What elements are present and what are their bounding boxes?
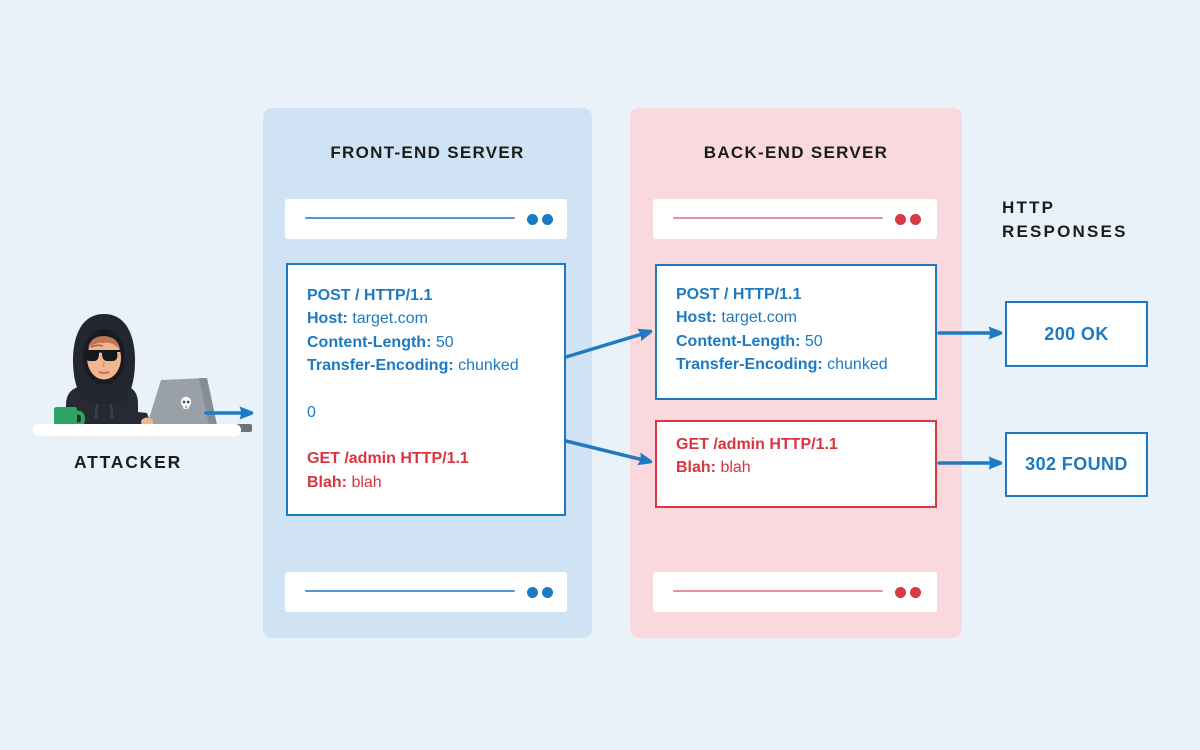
attacker-nose — [102, 361, 105, 368]
browser-dot-icon — [895, 213, 906, 225]
attacker-mouth — [98, 371, 110, 374]
front-end-server-panel: FRONT-END SERVER POST / HTTP/1.1 Host: t… — [263, 108, 592, 638]
attacker-illustration — [33, 314, 252, 436]
request-line: POST / HTTP/1.1 — [676, 286, 802, 303]
chunk-terminator-line: 0 — [307, 403, 316, 421]
request-line: POST / HTTP/1.1 — [307, 287, 433, 304]
browser-dot-icon — [527, 586, 538, 598]
address-line — [305, 589, 515, 593]
drawstring-tip — [94, 415, 98, 419]
attacker-hair — [88, 336, 120, 349]
browser-dot-icon — [895, 586, 906, 598]
request-line: Transfer-Encoding: chunked — [676, 356, 888, 374]
browser-dot-icon — [542, 586, 553, 598]
response-302-label: 302 FOUND — [1025, 454, 1128, 474]
address-line — [673, 216, 883, 220]
smuggled-request-line: Blah: blah — [676, 459, 751, 477]
back-end-server-title: BACK-END SERVER — [703, 143, 889, 162]
request-line: Host: target.com — [307, 310, 428, 328]
desk — [33, 424, 241, 436]
front-end-browser-bar-top — [285, 199, 567, 239]
browser-dot-icon — [910, 213, 921, 225]
drawstring-tip — [110, 415, 114, 419]
smuggled-request-line: Blah: blah — [307, 473, 382, 491]
hood-drawstring-right — [109, 403, 114, 417]
back-end-browser-bar-top — [653, 199, 937, 239]
response-200-box: 200 OK — [1005, 301, 1148, 367]
request-line: Content-Length: 50 — [676, 332, 823, 350]
smuggled-request-line: GET /admin HTTP/1.1 — [307, 450, 469, 468]
request-line: Content-Length: 50 — [307, 333, 454, 351]
attacker-brow — [90, 344, 104, 348]
response-200-label: 200 OK — [1044, 323, 1109, 344]
hood-drawstring-left — [94, 403, 99, 417]
back-end-post-request-box: POST / HTTP/1.1 Host: target.com Content… — [655, 264, 937, 400]
attacker-label: ATTACKER — [73, 452, 183, 472]
request-line-blank — [307, 424, 554, 447]
request-line-blank — [307, 377, 554, 400]
address-line — [673, 589, 883, 593]
browser-dot-icon — [542, 213, 553, 225]
sunglasses-icon — [85, 350, 121, 361]
skull-icon — [180, 396, 192, 409]
smuggled-request-line: GET /admin HTTP/1.1 — [676, 436, 838, 453]
browser-dot-icon — [910, 586, 921, 598]
http-responses-title: HTTP RESPONSES — [1002, 198, 1128, 241]
response-302-box: 302 FOUND — [1005, 432, 1148, 497]
request-line: Transfer-Encoding: chunked — [307, 357, 519, 375]
request-line: Host: target.com — [676, 309, 797, 327]
back-end-server-panel: BACK-END SERVER POST / HTTP/1.1 Host: ta… — [630, 108, 962, 638]
back-end-browser-bar-bottom — [653, 572, 937, 612]
front-end-server-title: FRONT-END SERVER — [330, 143, 525, 162]
front-end-browser-bar-bottom — [285, 572, 567, 612]
address-line — [305, 216, 515, 220]
front-end-request-box: POST / HTTP/1.1 Host: target.com Content… — [286, 263, 566, 516]
browser-dot-icon — [527, 213, 538, 225]
back-end-smuggled-request-box: GET /admin HTTP/1.1 Blah: blah — [655, 420, 937, 508]
